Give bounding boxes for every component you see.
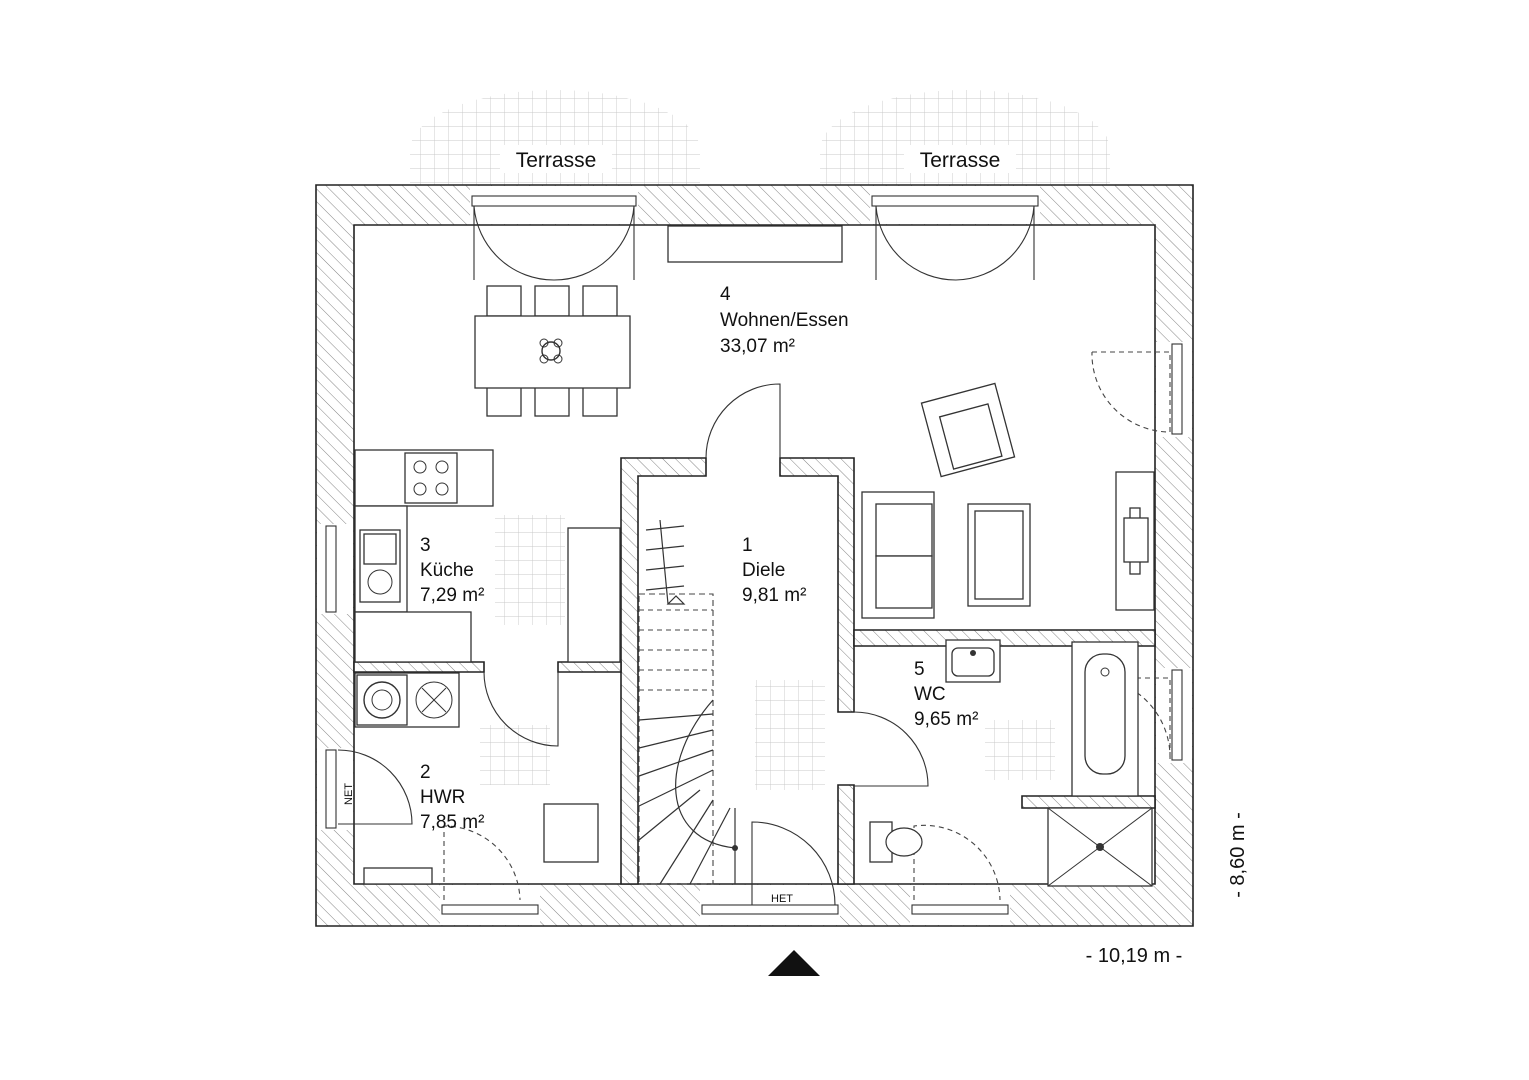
door-hwr-window [337,749,413,825]
door-hwr-bottom [443,825,521,901]
sideboard [667,225,843,263]
svg-text:4: 4 [720,284,731,305]
terrace-door-left [473,205,635,281]
svg-text:2: 2 [420,762,431,783]
hwr-appliances [354,672,599,885]
room-label-kueche: 3 Küche 7,29 m² [420,535,484,606]
svg-text:5: 5 [914,659,925,680]
terrace-label-right: Terrasse [920,149,1001,172]
sofa [861,491,935,619]
door-living-window [1091,351,1171,433]
terrace-label-left: Terrasse [516,149,597,172]
svg-text:7,85 m²: 7,85 m² [420,812,484,833]
door-diele-living [705,383,781,459]
armchair [920,382,1016,478]
room-label-wc: 5 WC 9,65 m² [914,659,978,730]
terrace-label-bg-left [500,145,612,173]
room-label-wohnen-essen: 4 Wohnen/Essen 33,07 m² [720,284,849,357]
dimension-depth: - 8,60 m - [1227,812,1249,898]
entrance-arrow-icon [768,950,820,976]
svg-text:HWR: HWR [420,787,465,808]
terrace-left [410,90,700,185]
svg-text:1: 1 [742,535,753,556]
dining-table [474,285,631,417]
svg-text:Wohnen/Essen: Wohnen/Essen [720,310,849,331]
entrance-door [751,821,836,906]
door-wc-bottom [913,824,1001,901]
net-marker: NET [343,783,355,805]
svg-text:9,81 m²: 9,81 m² [742,585,806,606]
terrace-label-bg-right [904,145,1016,173]
svg-text:9,65 m²: 9,65 m² [914,709,978,730]
tv-unit [1115,471,1155,611]
svg-text:3: 3 [420,535,431,556]
coffee-table [967,503,1031,607]
door-kitchen-hwr [483,671,559,747]
svg-text:Diele: Diele [742,560,785,581]
dimension-width: - 10,19 m - [1086,945,1183,967]
svg-text:7,29 m²: 7,29 m² [420,585,484,606]
floor-tiles [480,515,1055,790]
interior-walls [353,457,1156,885]
bathroom-fixtures [869,639,1153,887]
room-label-hwr: 2 HWR 7,85 m² [420,762,484,833]
svg-text:Küche: Küche [420,560,474,581]
kitchen-counter [354,449,621,663]
door-diele-bath [853,711,929,787]
staircase [638,519,738,885]
svg-text:33,07 m²: 33,07 m² [720,336,795,357]
room-label-diele: 1 Diele 9,81 m² [742,535,806,606]
svg-text:WC: WC [914,684,946,705]
het-marker: HET [771,893,793,905]
terrace-right [820,90,1110,185]
window-frames [325,195,1183,915]
terrace-door-right [875,205,1035,281]
